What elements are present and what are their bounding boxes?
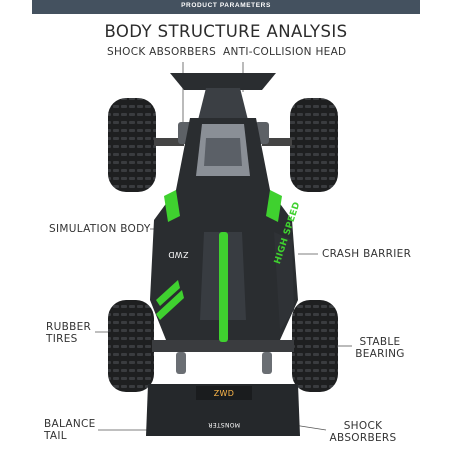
label-balance-tail-line2: TAIL	[44, 430, 67, 442]
label-crash-barrier: CRASH BARRIER	[322, 248, 412, 260]
car-body	[150, 118, 298, 340]
front-wing	[170, 73, 276, 90]
label-stable-bearing-line1: STABLE	[359, 336, 401, 348]
badge-plate	[196, 386, 252, 400]
label-stable-bearing: STABLE BEARING	[352, 336, 408, 360]
banner-text: PRODUCT PARAMETERS	[181, 2, 271, 9]
label-rubber-tires-line1: RUBBER	[46, 321, 92, 333]
label-simulation-body: SIMULATION BODY	[49, 223, 151, 235]
page-title: BODY STRUCTURE ANALYSIS	[104, 22, 348, 41]
label-stable-bearing-line2: BEARING	[355, 348, 405, 360]
rear-right-tire	[292, 300, 338, 392]
label-balance-tail-line1: BALANCE	[44, 418, 96, 430]
label-shock-absorbers-top: SHOCK ABSORBERS	[107, 46, 217, 58]
label-shock-bottom-line1: SHOCK	[343, 420, 383, 432]
tail-model-badge: ZWD	[213, 389, 235, 398]
label-shock-bottom-line2: ABSORBERS	[329, 432, 397, 444]
front-right-tire	[290, 98, 338, 192]
label-balance-tail: BALANCE TAIL	[44, 418, 96, 442]
body-model-badge: ZWD	[168, 250, 189, 259]
front-left-tire	[108, 98, 156, 192]
label-rubber-tires: RUBBER TIRES	[46, 321, 91, 345]
anti-collision-head	[198, 88, 248, 120]
balance-tail	[146, 384, 300, 436]
rear-left-tire	[108, 300, 154, 392]
tail-text: MONSTER	[208, 421, 240, 428]
label-anti-collision-head: ANTI-COLLISION HEAD	[223, 46, 347, 58]
rear-suspension	[152, 340, 294, 374]
label-shock-absorbers-bottom: SHOCK ABSORBERS	[328, 420, 398, 444]
parameters-banner: PRODUCT PARAMETERS	[0, 0, 452, 14]
label-rubber-tires-line2: TIRES	[46, 333, 78, 345]
banner-bar	[32, 0, 420, 14]
